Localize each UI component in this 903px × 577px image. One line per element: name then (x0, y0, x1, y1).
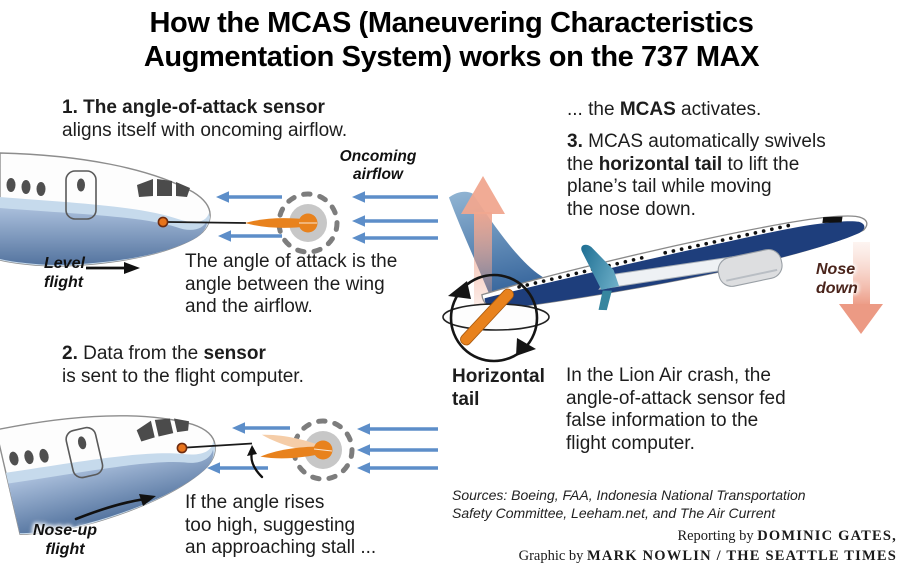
nose-up-plane (0, 415, 216, 535)
illustration-level-flight (0, 152, 438, 267)
step2-bold-word: sensor (203, 343, 266, 364)
graphic-credit-name: MARK NOWLIN / THE SEATTLE TIMES (587, 547, 897, 564)
cockpit-window (137, 179, 153, 197)
door-outline (65, 426, 104, 479)
nose-up-flight-label: Nose-up flight (33, 522, 97, 558)
airflow-arrow-icon (352, 232, 438, 244)
mcas-activates-post: activates. (675, 99, 762, 120)
mcas-activates-bold: MCAS (619, 99, 676, 120)
sensor-vane (245, 218, 308, 228)
step2-number: 2. (62, 343, 78, 364)
step3-seg2: to lift the plane’s tail while moving th… (567, 153, 800, 220)
cockpit-windows (822, 216, 843, 223)
level-flight-label: Level flight (44, 255, 85, 291)
airflow-arrow-icon (357, 444, 438, 456)
step2-text: Data from the (77, 343, 204, 364)
door-window (77, 178, 85, 192)
mcas-activates-pre: ... the (567, 99, 620, 120)
sensor-hinge-line (313, 448, 333, 452)
winglet-lower (598, 290, 612, 311)
graphic-credit: Graphic by MARK NOWLIN / THE SEATTLE TIM… (519, 547, 897, 567)
sources-text: Sources: Boeing, FAA, Indonesia National… (452, 487, 806, 521)
aoa-sensor-dot (157, 216, 169, 228)
airflow-arrow-icon (352, 215, 438, 227)
cabin-window (21, 180, 31, 194)
airflow-arrow-icon (232, 422, 290, 434)
page-title: How the MCAS (Maneuvering Characteristic… (143, 7, 760, 73)
airflow-arrow-icon (216, 191, 282, 203)
sensor-leader-line (167, 221, 247, 224)
airflow-arrow-icon (357, 462, 438, 474)
mcas-activates-text: ... the MCAS activates. (567, 99, 761, 122)
step3-bold: horizontal tail (598, 153, 723, 175)
step3-seg1: MCAS automatically swivels the (567, 131, 826, 175)
cabin-window (9, 451, 19, 466)
fuselage-belly (0, 208, 207, 265)
sensor-vane (260, 446, 324, 459)
airflow-arrow-icon (357, 423, 438, 435)
level-flight-arrow-icon (86, 262, 140, 274)
credits: Reporting by DOMINIC GATES, Graphic by M… (519, 527, 897, 566)
tail-rotation-circle-icon (448, 273, 539, 363)
reporting-credit-name: DOMINIC GATES, (757, 528, 897, 544)
sensor-magnifier (260, 418, 355, 482)
step2-heading: 2. Data from the sensor is sent to the f… (62, 342, 304, 388)
airflow-arrows (207, 422, 438, 474)
nose-down-label: Nose down (816, 261, 858, 297)
cockpit-window (157, 179, 172, 196)
sensor-leader-line (186, 442, 253, 449)
cockpit-window (154, 418, 174, 437)
illustration-mcas (442, 176, 883, 363)
cockpit-window (136, 420, 155, 442)
nose-down-arrow-icon (839, 242, 883, 334)
engine (717, 248, 783, 287)
step1-heading-line2: aligns itself with oncoming airflow. (62, 120, 348, 141)
cabin-window (36, 182, 46, 196)
step3-number: 3. (567, 131, 583, 152)
aoa-sensor-dot (176, 442, 188, 454)
step2-heading-line1: 2. Data from the sensor (62, 342, 304, 365)
aoa-definition-text: The angle of attack is the angle between… (185, 251, 398, 317)
sensor-magnifier (245, 191, 340, 255)
tail-fin (448, 191, 544, 298)
step1-heading-line1: 1. The angle-of-attack sensor (62, 97, 325, 118)
lion-air-note: In the Lion Air crash, the angle-of-atta… (566, 365, 786, 454)
door-window (77, 436, 87, 450)
step3-text: 3. MCAS automatically swivels the horizo… (567, 131, 847, 221)
oncoming-airflow-label: Oncoming airflow (339, 148, 417, 183)
airflow-arrow-icon (352, 191, 438, 203)
door-outline (65, 170, 97, 220)
fuselage-belly (8, 449, 214, 534)
cabin-window (39, 448, 49, 463)
full-plane (481, 215, 868, 311)
fuselage-belly (484, 221, 865, 309)
horizontal-tail-swiveled (460, 288, 514, 346)
horizontal-tail-label: Horizontal tail (452, 366, 545, 410)
cabin-windows-row (517, 223, 792, 289)
winglet-upper (581, 244, 620, 290)
reporting-credit-pre: Reporting by (677, 528, 758, 544)
stall-note-text: If the angle rises too high, suggesting … (185, 492, 377, 558)
graphic-credit-pre: Graphic by (518, 547, 588, 564)
tail-lift-arrow-icon (461, 176, 505, 318)
cockpit-window (176, 182, 190, 197)
step1-heading: 1. The angle-of-attack sensor aligns its… (62, 96, 347, 142)
airflow-arrow-icon (218, 230, 282, 242)
cabin-window (6, 178, 16, 192)
engine-shading (726, 268, 778, 282)
airflow-arrow-icon (207, 462, 268, 474)
nose-up-arrow-icon (74, 494, 156, 521)
airflow-arrows (216, 191, 438, 244)
cabin-window (24, 450, 34, 465)
reporting-credit: Reporting by DOMINIC GATES, (519, 527, 897, 547)
cockpit-window (173, 418, 189, 433)
level-plane (0, 152, 211, 267)
sensor-rotation-arrow-icon (247, 445, 264, 479)
illustration-nose-up (0, 415, 438, 535)
step2-heading-line2: is sent to the flight computer. (62, 366, 304, 387)
